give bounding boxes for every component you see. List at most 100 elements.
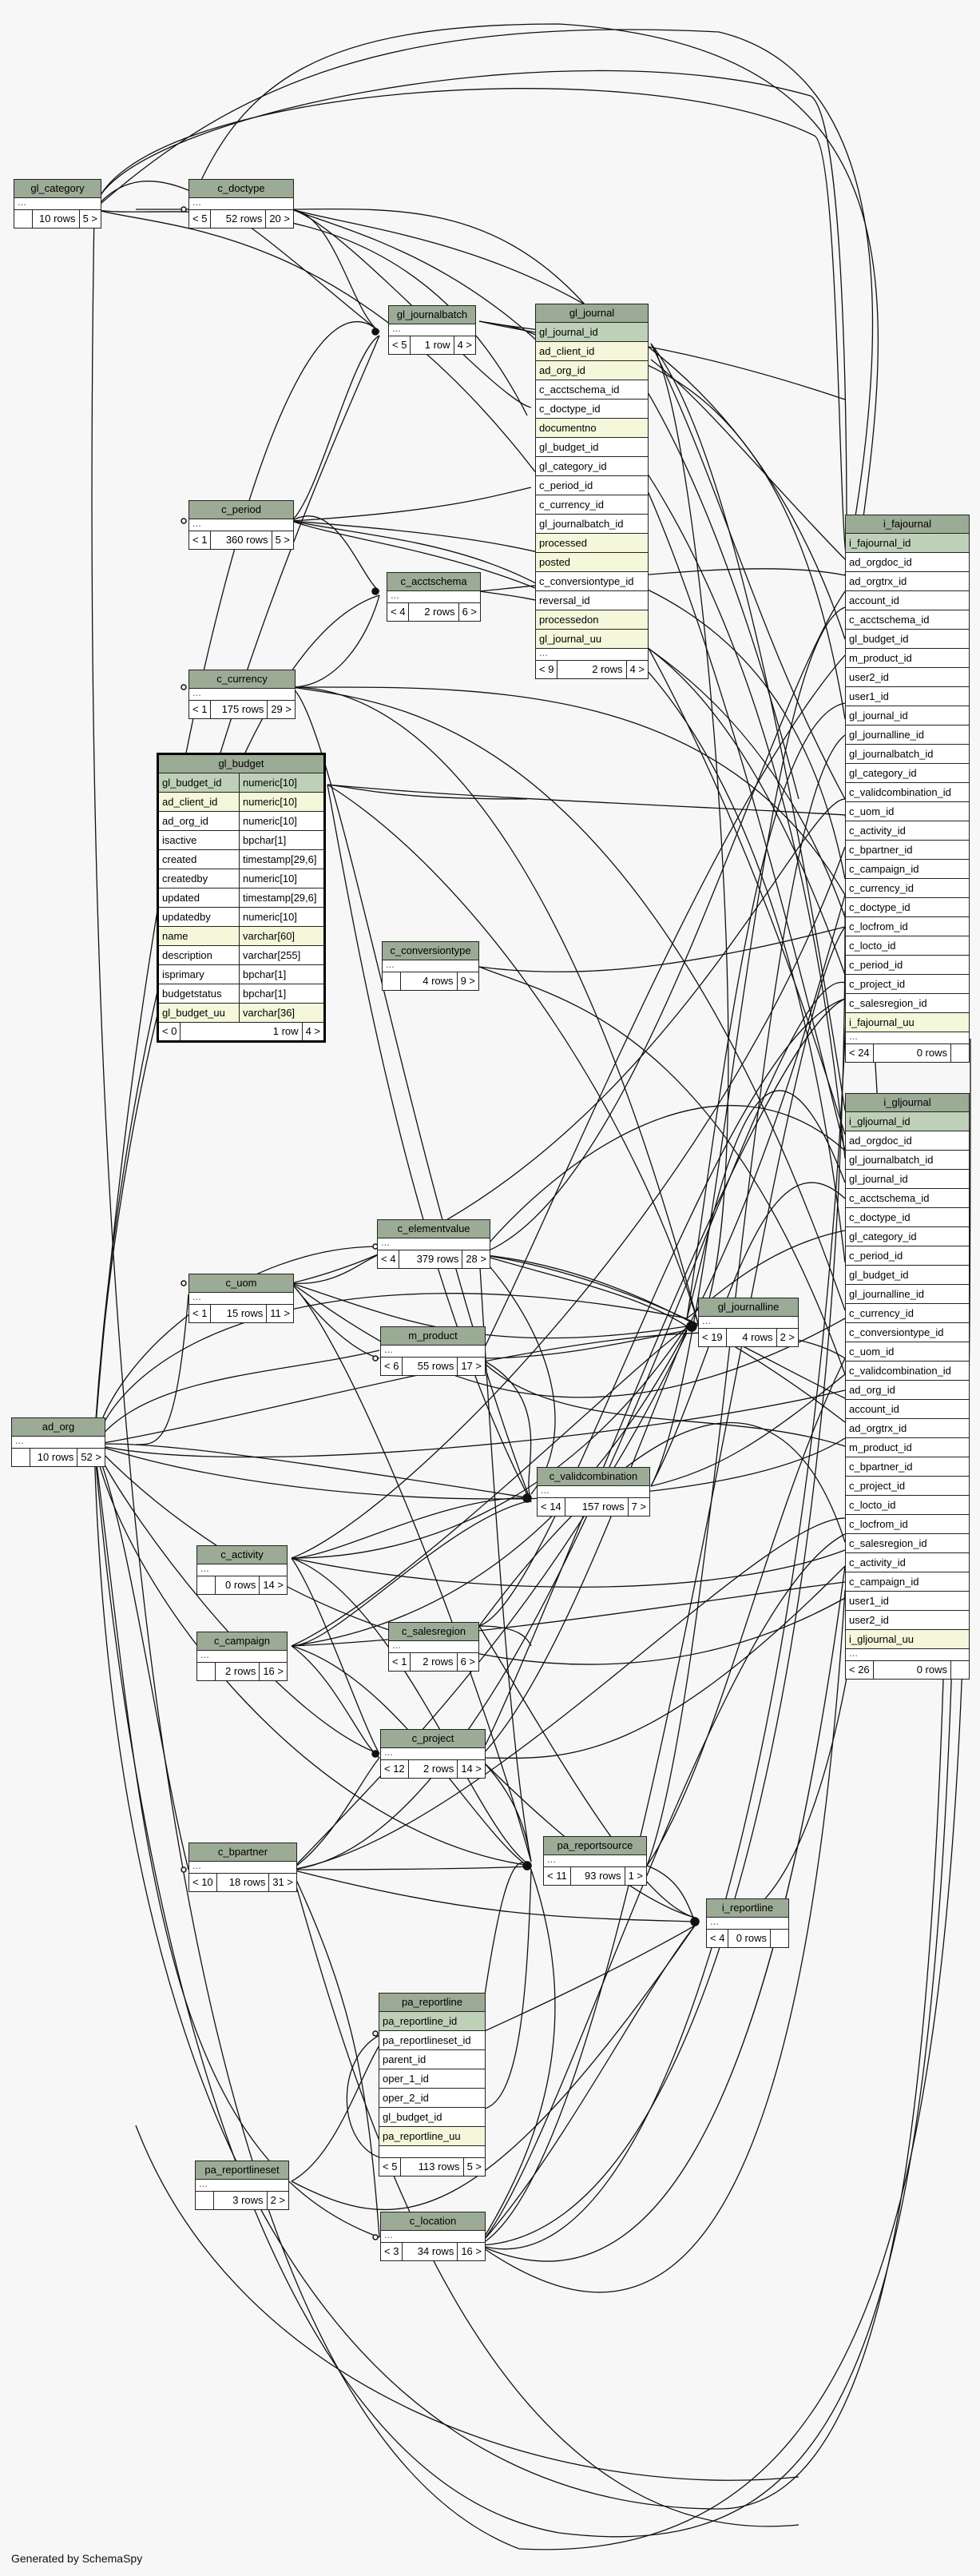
parents-count: < 6	[381, 1358, 403, 1375]
row-count: 2 rows	[411, 1653, 458, 1671]
column-type: numeric[10]	[243, 796, 297, 808]
table-name: gl_budget	[159, 755, 323, 773]
column-row: processed	[536, 534, 648, 553]
generator-credit: Generated by SchemaSpy	[11, 2552, 143, 2565]
column-row: c_locfrom_id	[846, 1515, 969, 1534]
children-count: 29 >	[271, 703, 292, 715]
parents-count: < 1	[189, 1305, 212, 1322]
row-count: 15 rows	[211, 1305, 268, 1322]
column-name: updatedby	[159, 908, 240, 926]
column-row: c_salesregion_id	[846, 1534, 969, 1553]
row-count: 10 rows	[30, 1449, 78, 1466]
column-row: user2_id	[846, 668, 969, 687]
column-name: gl_budget_uu	[159, 1004, 240, 1022]
column-row: gl_category_id	[536, 457, 648, 476]
table-name: c_activity	[197, 1546, 287, 1564]
column-row: c_conversiontype_id	[846, 1323, 969, 1342]
column-row: c_doctype_id	[846, 1208, 969, 1227]
row-count: 55 rows	[403, 1358, 458, 1375]
column-row: c_activity_id	[846, 1553, 969, 1572]
column-name: gl_budget_id	[159, 773, 240, 792]
children-count: 5 >	[82, 213, 97, 225]
parents-count: < 3	[381, 2243, 403, 2260]
column-name: budgetstatus	[159, 984, 240, 1003]
table-name: gl_category	[14, 180, 101, 198]
table-name: c_bpartner	[189, 1843, 296, 1862]
column-row: account_id	[846, 591, 969, 610]
children-count: 4 >	[457, 339, 472, 351]
column-row: posted	[536, 553, 648, 572]
table-name: c_campaign	[197, 1632, 287, 1651]
column-row: gl_category_id	[846, 764, 969, 783]
column-name: ad_client_id	[159, 793, 240, 811]
children-count: 2 >	[270, 2194, 285, 2206]
row-count: 157 rows	[565, 1498, 629, 1516]
column-row: i_gljournal_id	[846, 1112, 969, 1131]
row-count: 0 rows	[216, 1576, 260, 1594]
table-name: c_salesregion	[389, 1623, 478, 1641]
row-count: 34 rows	[403, 2243, 458, 2260]
children-count: 4 >	[629, 663, 645, 675]
parents-count	[196, 2192, 214, 2209]
column-name: description	[159, 946, 240, 964]
children-count: 2 >	[780, 1331, 795, 1343]
column-row: gl_journal_uu	[536, 630, 648, 649]
column-row: gl_journalline_id	[846, 725, 969, 745]
parents-count	[197, 1663, 216, 1680]
children-count: 9 >	[460, 975, 475, 987]
column-type: numeric[10]	[243, 873, 297, 885]
table-name: pa_reportlineset	[196, 2161, 288, 2180]
column-row: parent_id	[379, 2050, 485, 2069]
column-name: createdby	[159, 869, 240, 888]
column-row: pa_reportline_uu	[379, 2127, 485, 2146]
table-name: i_gljournal	[846, 1094, 969, 1112]
column-row: i_fajournal_id	[846, 534, 969, 553]
children-count: 4 >	[305, 1025, 320, 1037]
row-count: 10 rows	[33, 210, 80, 228]
column-row: c_validcombination_id	[846, 1362, 969, 1381]
column-row: m_product_id	[846, 649, 969, 668]
column-name: isactive	[159, 831, 240, 849]
row-count: 379 rows	[399, 1250, 463, 1268]
row-count: 3 rows	[214, 2192, 268, 2209]
row-count: 1 row	[411, 336, 454, 354]
row-count: 2 rows	[409, 1760, 458, 1778]
column-type: bpchar[1]	[243, 834, 287, 846]
column-type: numeric[10]	[243, 777, 297, 789]
table-name: c_validcombination	[538, 1468, 649, 1486]
children-count: 7 >	[631, 1501, 646, 1513]
table-name: pa_reportline	[379, 1994, 485, 2012]
